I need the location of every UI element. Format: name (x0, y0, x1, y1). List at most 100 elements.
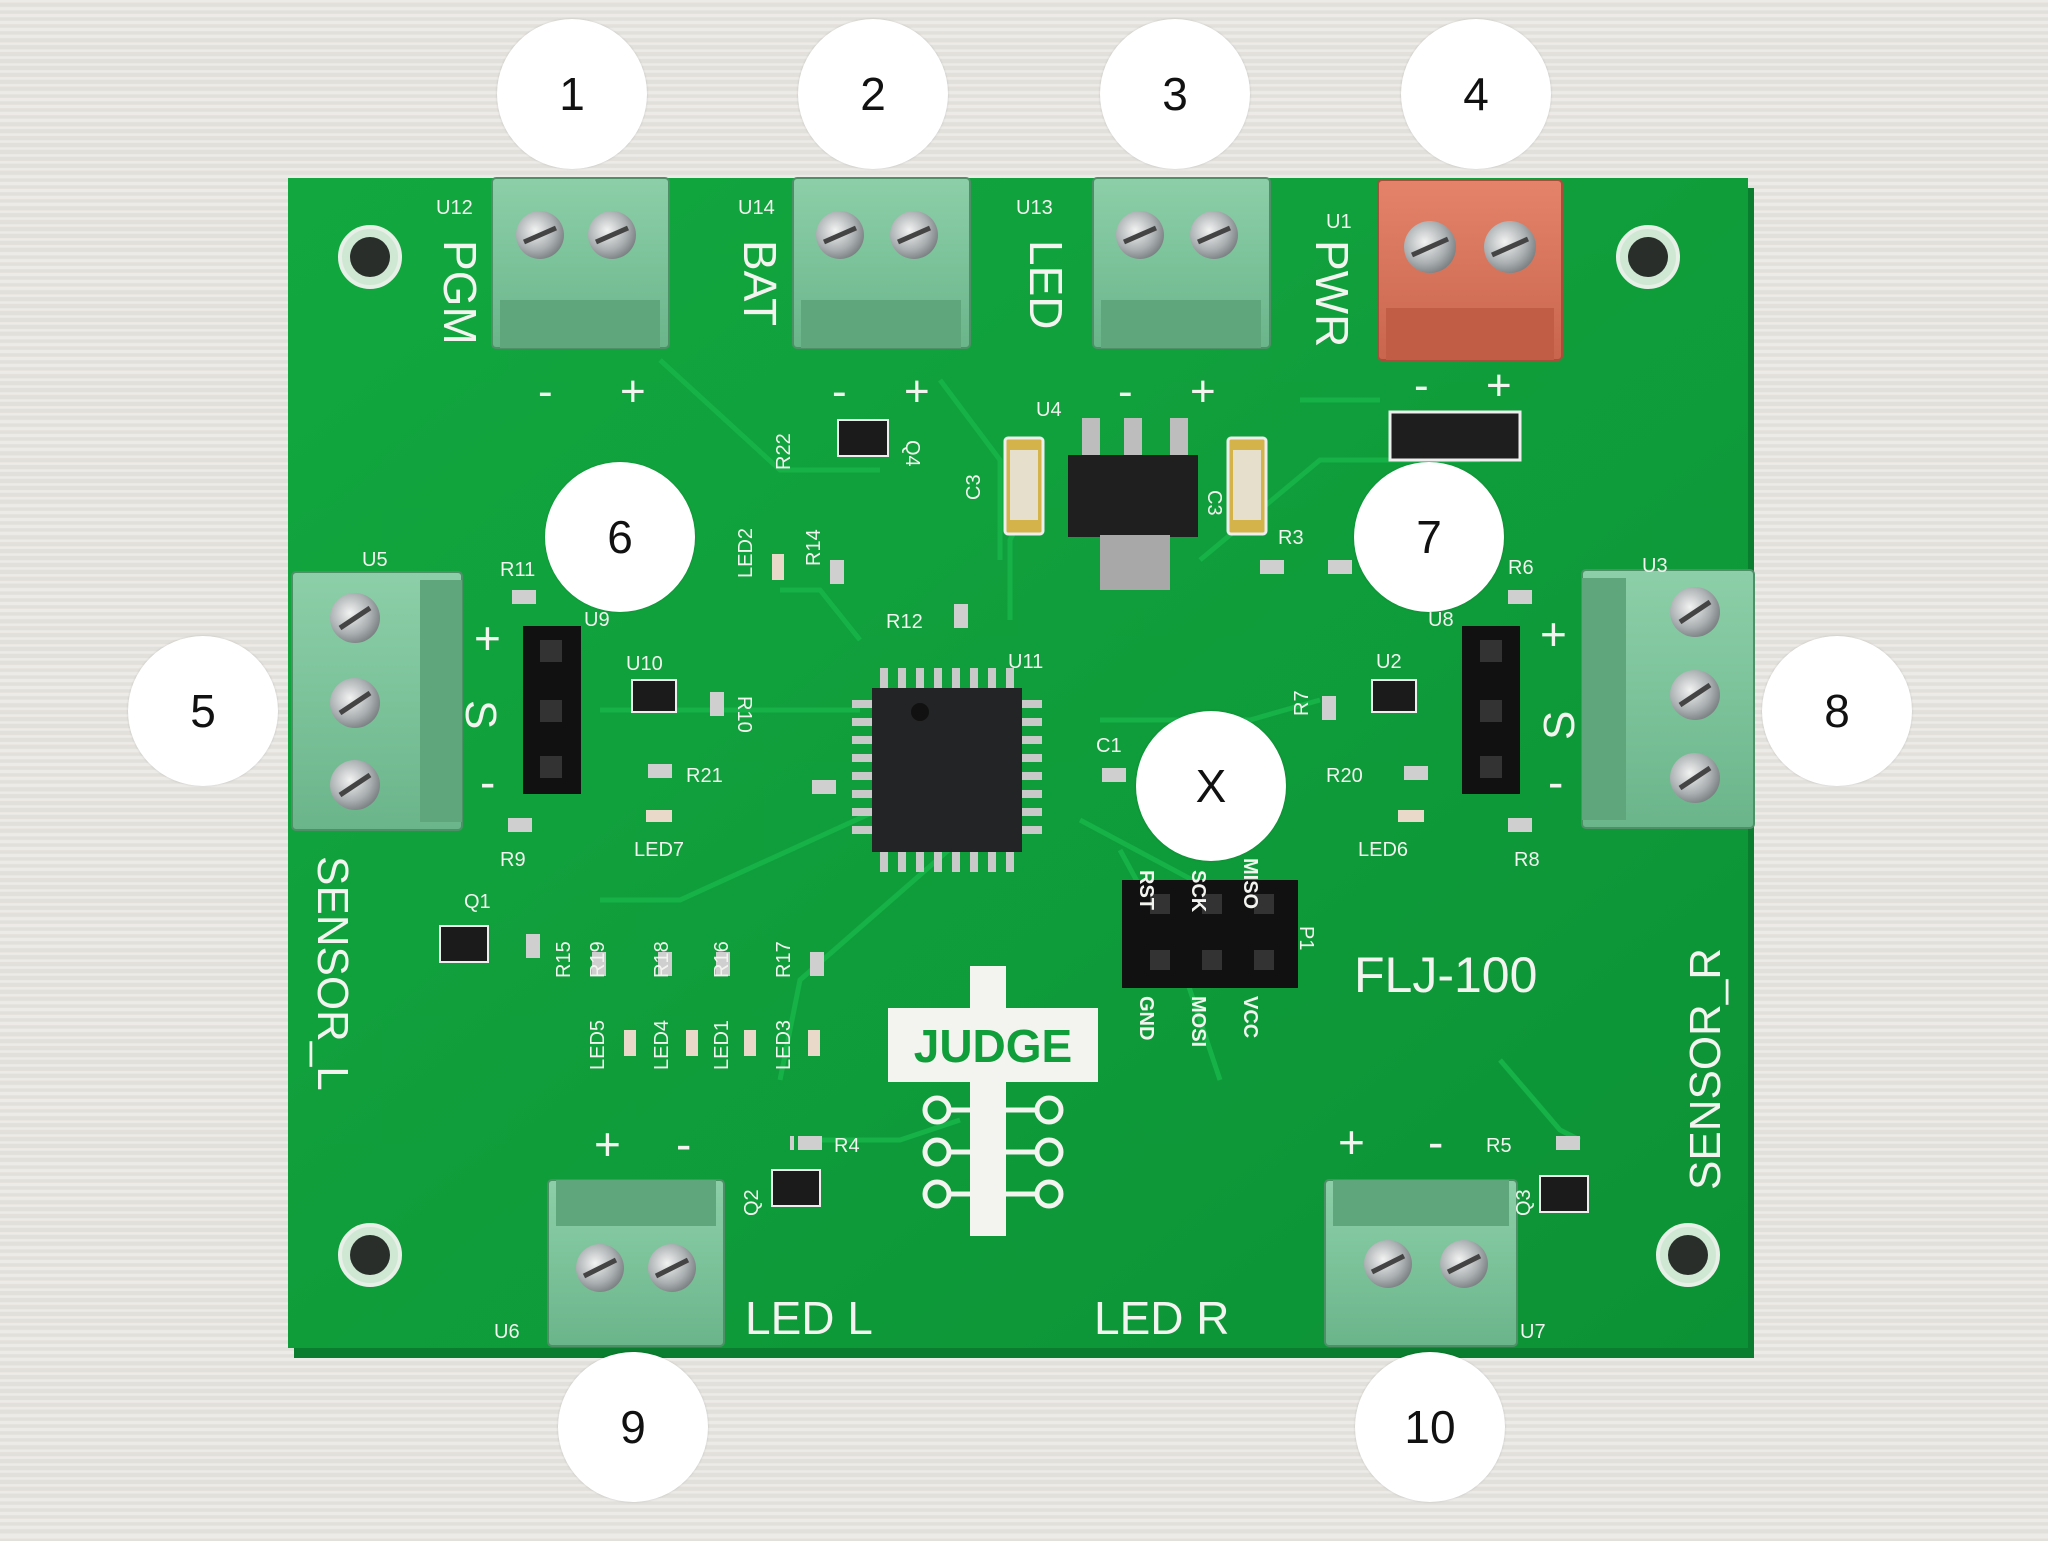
sensor-l-s: S (456, 700, 505, 729)
mcu-chip (852, 668, 1042, 872)
label-sensor-l: SENSOR_L (308, 856, 357, 1091)
ref-r4: R4 (834, 1135, 860, 1157)
capacitor-c3-left-body (1010, 450, 1038, 520)
ref-u2: U2 (1376, 651, 1402, 673)
ref-r17: R17 (773, 941, 795, 978)
ref-u6: U6 (494, 1321, 520, 1343)
callout-2: 2 (798, 19, 948, 169)
pgm-plus: + (620, 367, 646, 416)
ref-led1: LED1 (711, 1020, 733, 1070)
ref-r21: R21 (686, 765, 723, 787)
callout-4: 4 (1401, 19, 1551, 169)
callout-1: 1 (497, 19, 647, 169)
ref-c1: C1 (1096, 735, 1122, 757)
logo-text: JUDGE (914, 1020, 1072, 1072)
header-u9 (523, 626, 581, 794)
ref-led6: LED6 (1358, 839, 1408, 861)
label-led-r: LED R (1094, 1292, 1229, 1344)
ref-r20: R20 (1326, 765, 1363, 787)
copper-traces (600, 358, 1582, 1143)
sensor-r-plus: + (1540, 608, 1567, 660)
led-plus: + (1190, 367, 1216, 416)
led-l-plus: + (594, 1118, 621, 1170)
header-u8 (1462, 626, 1520, 794)
ref-u7: U7 (1520, 1321, 1546, 1343)
ref-r19: R19 (587, 941, 609, 978)
ref-led4: LED4 (651, 1020, 673, 1070)
ref-led5: LED5 (587, 1020, 609, 1070)
led-r-plus: + (1338, 1116, 1365, 1168)
ref-u13: U13 (1016, 197, 1053, 219)
label-pgm: PGM (434, 240, 486, 345)
sensor-r-s: S (1535, 711, 1584, 740)
callout-6: 6 (545, 462, 695, 612)
ref-u14: U14 (738, 197, 775, 219)
terminal-led-l (547, 1179, 725, 1347)
ref-r5: R5 (1486, 1135, 1512, 1157)
callout-7: 7 (1354, 462, 1504, 612)
ref-led7: LED7 (634, 839, 684, 861)
ref-r12: R12 (886, 611, 923, 633)
ref-q1: Q1 (464, 891, 491, 913)
smd-resistors (508, 560, 1580, 1150)
label-model: FLJ-100 (1354, 947, 1537, 1003)
ref-r3: R3 (1278, 527, 1304, 549)
isp-gnd: GND (1135, 996, 1157, 1040)
terminal-pwr (1377, 179, 1563, 361)
bat-plus: + (904, 367, 930, 416)
callout-10: 10 (1355, 1352, 1505, 1502)
ref-q2: Q2 (741, 1189, 763, 1216)
ref-r6: R6 (1508, 557, 1534, 579)
ref-r22: R22 (773, 433, 795, 470)
pwr-minus: - (1414, 361, 1429, 410)
ref-p1: P1 (1295, 926, 1317, 950)
diode (1388, 410, 1522, 462)
ref-q3: Q3 (1513, 1189, 1535, 1216)
ref-c3-right: C3 (1203, 490, 1225, 516)
label-led-l: LED L (745, 1292, 873, 1344)
ref-r7: R7 (1291, 690, 1313, 716)
ref-r9: R9 (500, 849, 526, 871)
label-sensor-r: SENSOR_R (1681, 948, 1730, 1190)
isp-sck: SCK (1187, 870, 1209, 913)
callout-5: 5 (128, 636, 278, 786)
ref-led3: LED3 (773, 1020, 795, 1070)
ref-u12: U12 (436, 197, 473, 219)
callout-3: 3 (1100, 19, 1250, 169)
bat-minus: - (832, 367, 847, 416)
terminal-sensor-l (291, 571, 463, 831)
ref-q4: Q4 (901, 440, 923, 467)
ref-u8: U8 (1428, 609, 1454, 631)
callout-8: 8 (1762, 636, 1912, 786)
sensor-l-minus: - (480, 756, 495, 808)
led-minus: - (1118, 367, 1133, 416)
ref-u3: U3 (1642, 555, 1668, 577)
ref-u9: U9 (584, 609, 610, 631)
sensor-r-minus: - (1548, 756, 1563, 808)
led-l-minus: - (676, 1118, 691, 1170)
ref-c3-left: C3 (963, 474, 985, 500)
ref-r16: R16 (711, 941, 733, 978)
isp-mosi: MOSI (1187, 996, 1209, 1047)
judge-logo: JUDGE (888, 966, 1098, 1236)
smd-leds (624, 554, 1424, 1056)
capacitor-c3-right-body (1233, 450, 1261, 520)
terminal-led-r (1324, 1179, 1518, 1347)
sensor-l-plus: + (474, 612, 501, 664)
terminal-bat (792, 177, 971, 349)
pwr-plus: + (1486, 361, 1512, 410)
pgm-minus: - (538, 367, 553, 416)
ref-r15: R15 (553, 941, 575, 978)
ref-r10: R10 (733, 696, 755, 733)
ref-led2: LED2 (735, 528, 757, 578)
isp-rst: RST (1135, 870, 1157, 910)
ref-r11: R11 (500, 559, 535, 581)
ref-u10: U10 (626, 653, 663, 675)
terminal-pgm (491, 177, 670, 349)
isp-header-p1 (1122, 880, 1298, 988)
isp-miso: MISO (1239, 858, 1261, 909)
ref-u11: U11 (1008, 651, 1043, 673)
terminal-sensor-r (1581, 569, 1755, 829)
ref-r14: R14 (803, 529, 825, 566)
